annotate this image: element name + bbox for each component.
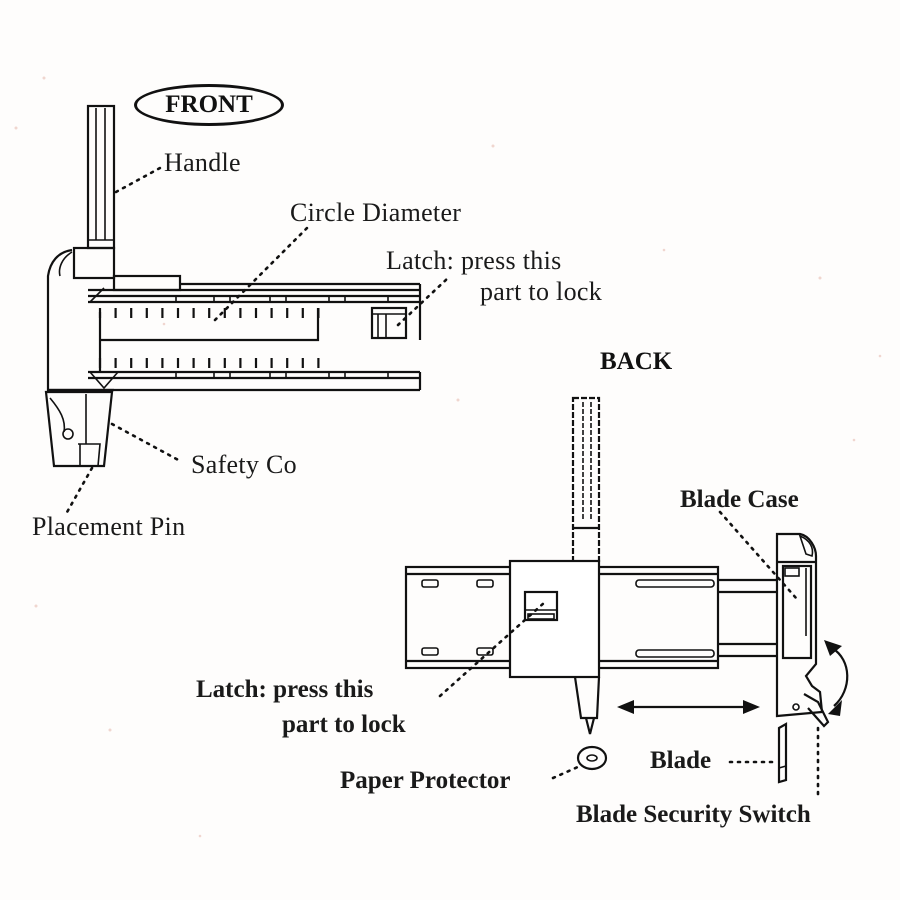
label-placement-pin: Placement Pin [32,512,186,541]
label-back-latch-line1: Latch: press this [196,676,374,703]
slide-double-arrow [617,700,760,714]
front-view [44,104,450,516]
front-scale-ticks-top [98,308,320,318]
front-bottom-rail [48,287,422,392]
front-scale-ticks-bottom [98,358,320,368]
label-blade: Blade [650,747,712,774]
leader-back-latch [438,600,547,698]
paper-specks [14,76,882,838]
blade-case-shape [775,532,849,728]
leader-paper-protector [551,764,582,780]
label-paper-protector: Paper Protector [340,767,511,794]
front-handle-shape [72,104,116,280]
front-safety-cover-shape [44,390,114,468]
front-title: FRONT [134,84,284,126]
front-body-outline [46,248,114,392]
label-circle-diameter: Circle Diameter [290,198,462,227]
back-view [404,396,849,802]
back-center-block [508,559,601,735]
label-back-latch-line2: part to lock [282,711,406,738]
label-blade-security-switch: Blade Security Switch [576,801,811,828]
label-front-latch-line2: part to lock [480,277,603,306]
back-handle-shape [571,396,601,564]
label-handle: Handle [164,148,241,177]
front-latch-shape [370,306,408,340]
label-front-latch-line1: Latch: press this [386,246,562,275]
leader-placement-pin [64,466,94,516]
leader-circle-diameter [213,223,312,322]
label-safety-cover: Safety Co [191,450,297,479]
paper-protector-shape [576,745,608,771]
leader-safety-cover [110,422,184,464]
leader-front-latch [396,276,450,327]
back-title: BACK [600,348,673,375]
leader-blade-case [718,510,798,600]
front-top-rail [88,274,422,340]
leader-handle [114,166,162,194]
blade-shape [777,722,788,784]
label-blade-case: Blade Case [680,486,799,513]
